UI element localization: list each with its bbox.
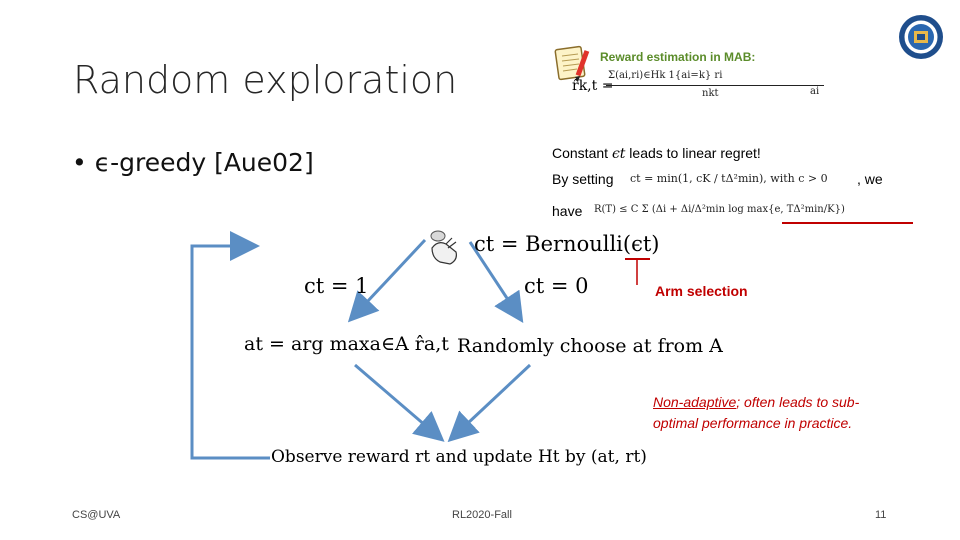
regret-line-2-formula: ct = min(1, cK / tΔ²min), with c > 0 xyxy=(630,172,828,185)
reward-estimation-label: Reward estimation in MAB: xyxy=(600,50,756,64)
regret-line-2-after: , we xyxy=(857,171,883,187)
arm-selection-label: Arm selection xyxy=(655,283,748,299)
reward-formula-lhs: r̂k,t = xyxy=(572,78,614,94)
observe-and-update: Observe reward rt and update Ht by (at, … xyxy=(271,447,647,467)
non-adaptive-rest: ; often leads to sub-optimal performance… xyxy=(653,394,860,431)
regret-underline xyxy=(782,222,913,224)
slide-title: Random exploration xyxy=(73,58,458,102)
branch-explore-label: ct = 0 xyxy=(524,274,589,298)
arrow-explore-to-observe xyxy=(447,363,532,443)
regret-line-1-before: Constant xyxy=(552,145,609,161)
loop-back-arrow xyxy=(190,231,270,460)
reward-formula-overlap: ai xyxy=(810,86,820,97)
reward-formula-denominator: nkt xyxy=(702,88,719,99)
coin-bernoulli: ct = Bernoulli(ϵt) xyxy=(474,232,660,256)
explore-random-choice: Randomly choose at from A xyxy=(457,335,723,357)
footer-center: RL2020-Fall xyxy=(452,509,512,521)
exploit-argmax: at = arg maxa∈A r̂a,t xyxy=(244,333,449,355)
non-adaptive-term: Non-adaptive xyxy=(653,394,737,410)
arrow-coin-to-exploit xyxy=(347,238,427,323)
non-adaptive-note: Non-adaptive; often leads to sub-optimal… xyxy=(653,392,903,434)
reward-fraction-bar xyxy=(606,85,824,86)
reward-formula-numerator: Σ(ai,ri)∈Hk 1{ai=k} ri xyxy=(608,70,723,81)
regret-line-1: Constant ϵt leads to linear regret! xyxy=(552,145,761,162)
epsilon-t-symbol: ϵt xyxy=(611,146,626,162)
coin-toss-hand-icon xyxy=(424,226,466,268)
regret-line-2-before: By setting xyxy=(552,171,614,187)
footer-left: CS@UVA xyxy=(72,509,121,521)
notepad-icon xyxy=(553,44,593,82)
branch-exploit-label: ct = 1 xyxy=(304,274,369,298)
arrow-exploit-to-observe xyxy=(354,363,445,442)
regret-line-1-after: leads to linear regret! xyxy=(629,145,761,161)
regret-line-3-formula: R(T) ≤ C Σ (Δi + Δi/Δ²min log max{e, TΔ²… xyxy=(594,204,845,215)
bullet-epsilon-greedy: • ϵ-greedy [Aue02] xyxy=(72,148,314,177)
regret-line-3-before: have xyxy=(552,203,583,219)
university-seal-logo xyxy=(898,14,944,60)
page-number: 11 xyxy=(875,509,887,521)
arrow-coin-to-explore xyxy=(468,241,524,324)
